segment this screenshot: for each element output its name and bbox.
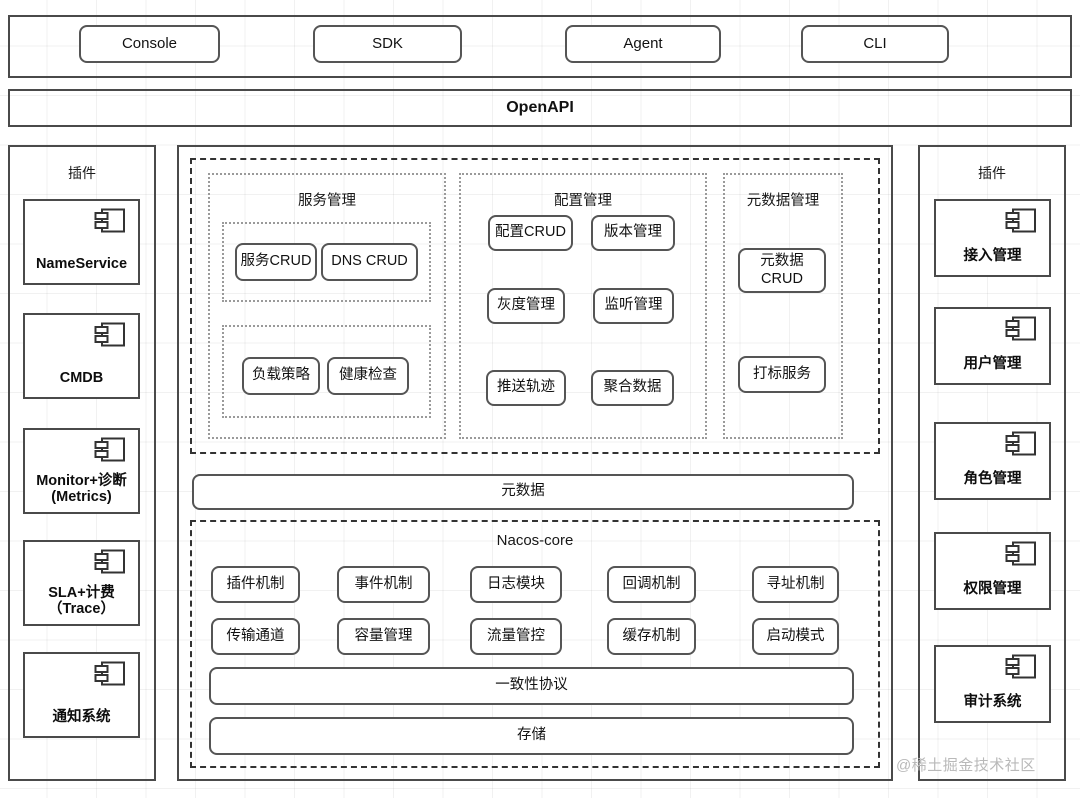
plugin-card-user-mgmt[interactable]: 用户管理 [934, 307, 1051, 385]
component-icon [1005, 316, 1037, 341]
component-icon [1005, 208, 1037, 233]
plugin-card-permission-mgmt[interactable]: 权限管理 [934, 532, 1051, 610]
plugin-label: 用户管理 [963, 356, 1022, 373]
component-icon [94, 208, 126, 233]
chip-version-mgmt[interactable]: 版本管理 [591, 215, 675, 251]
plugin-label: 权限管理 [963, 581, 1022, 598]
left-plugins-container: 插件 NameService CMDB [8, 145, 156, 781]
component-icon [94, 437, 126, 462]
chip-aggregated-data[interactable]: 聚合数据 [591, 370, 674, 406]
access-layer-container [8, 15, 1072, 78]
chip-addressing-mechanism[interactable]: 寻址机制 [752, 566, 839, 603]
chip-tagging-service[interactable]: 打标服务 [738, 356, 826, 393]
right-plugins-container: 插件 接入管理 用户管理 [918, 145, 1066, 781]
chip-dns-crud[interactable]: DNS CRUD [321, 243, 418, 281]
plugin-card-cmdb[interactable]: CMDB [23, 313, 140, 399]
chip-push-trace[interactable]: 推送轨迹 [486, 370, 566, 406]
openapi-bar: OpenAPI [8, 89, 1072, 127]
plugin-card-nameservice[interactable]: NameService [23, 199, 140, 285]
storage-bar[interactable]: 存储 [209, 717, 854, 755]
chip-service-crud[interactable]: 服务CRUD [235, 243, 317, 281]
chip-health-check[interactable]: 健康检查 [327, 357, 409, 395]
chip-line-wrap: 元数据 CRUD [760, 253, 804, 287]
chip-startup-mode[interactable]: 启动模式 [752, 618, 839, 655]
component-icon [94, 549, 126, 574]
chip-listener-mgmt[interactable]: 监听管理 [593, 288, 674, 324]
plugin-label-line2: (Metrics) [51, 489, 112, 506]
plugin-card-monitor[interactable]: Monitor+诊断 (Metrics) [23, 428, 140, 514]
component-icon [94, 322, 126, 347]
chip-capacity-mgmt[interactable]: 容量管理 [337, 618, 430, 655]
plugin-label: 接入管理 [963, 248, 1022, 265]
core-panel-container [177, 145, 893, 781]
chip-event-mechanism[interactable]: 事件机制 [337, 566, 430, 603]
chip-config-crud[interactable]: 配置CRUD [488, 215, 573, 251]
access-item-agent[interactable]: Agent [565, 25, 721, 63]
chip-load-policy[interactable]: 负载策略 [242, 357, 320, 395]
chip-plugin-mechanism[interactable]: 插件机制 [211, 566, 300, 603]
plugin-card-access-mgmt[interactable]: 接入管理 [934, 199, 1051, 277]
plugin-label-line2: （Trace） [48, 601, 115, 618]
chip-line2: CRUD [761, 270, 803, 287]
plugin-card-role-mgmt[interactable]: 角色管理 [934, 422, 1051, 500]
chip-gray-release[interactable]: 灰度管理 [487, 288, 565, 324]
access-item-console[interactable]: Console [79, 25, 220, 63]
plugin-label: 角色管理 [963, 471, 1022, 488]
component-icon [1005, 654, 1037, 679]
business-capability-group [190, 158, 880, 454]
plugin-card-sla[interactable]: SLA+计费 （Trace） [23, 540, 140, 626]
chip-log-module[interactable]: 日志模块 [470, 566, 562, 603]
plugin-label-line1: Monitor+诊断 [36, 472, 127, 489]
plugin-label: NameService [35, 256, 128, 273]
plugin-label: CMDB [59, 370, 104, 387]
plugin-label: 审计系统 [963, 694, 1022, 711]
chip-transport-channel[interactable]: 传输通道 [211, 618, 300, 655]
plugin-label: 通知系统 [52, 709, 111, 726]
chip-metadata-crud[interactable]: 元数据 CRUD [738, 248, 826, 293]
access-item-cli[interactable]: CLI [801, 25, 949, 63]
component-icon [1005, 541, 1037, 566]
nacos-core-title: Nacos-core [496, 532, 574, 549]
config-management-title: 配置管理 [554, 193, 612, 209]
service-management-title: 服务管理 [298, 193, 356, 209]
plugin-label: SLA+计费 （Trace） [27, 585, 136, 618]
plugin-label-line1: SLA+计费 [48, 584, 115, 601]
watermark: @稀土掘金技术社区 [896, 757, 1036, 774]
service-management-group-1 [222, 222, 431, 302]
chip-callback-mechanism[interactable]: 回调机制 [607, 566, 696, 603]
chip-line1: 元数据 [760, 253, 804, 270]
component-icon [94, 661, 126, 686]
component-icon [1005, 431, 1037, 456]
service-management-group-2 [222, 325, 431, 418]
left-plugins-title: 插件 [68, 165, 96, 181]
metadata-management-section: 元数据管理 [723, 173, 843, 439]
service-management-section: 服务管理 [208, 173, 446, 439]
plugin-label: Monitor+诊断 (Metrics) [27, 473, 136, 506]
consistency-protocol-bar[interactable]: 一致性协议 [209, 667, 854, 705]
config-management-section: 配置管理 [459, 173, 707, 439]
plugin-card-audit[interactable]: 审计系统 [934, 645, 1051, 723]
metadata-management-title: 元数据管理 [746, 193, 820, 209]
chip-cache-mechanism[interactable]: 缓存机制 [607, 618, 696, 655]
right-plugins-title: 插件 [978, 165, 1006, 181]
plugin-card-notify[interactable]: 通知系统 [23, 652, 140, 738]
access-item-sdk[interactable]: SDK [313, 25, 462, 63]
metadata-bar[interactable]: 元数据 [192, 474, 854, 510]
chip-traffic-control[interactable]: 流量管控 [470, 618, 562, 655]
nacos-core-section: Nacos-core [190, 520, 880, 768]
